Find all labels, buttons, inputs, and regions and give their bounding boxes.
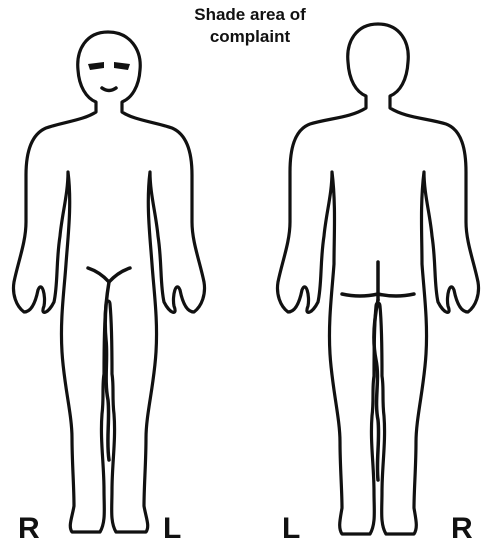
right-eye-icon (88, 62, 104, 70)
back-right-side-label: R (451, 514, 473, 544)
front-right-side-label: R (18, 514, 40, 544)
back-body-figure[interactable] (277, 24, 478, 534)
back-left-side-label: L (282, 514, 300, 544)
back-gluteal-fold (342, 294, 414, 296)
front-inner-leg-line (105, 282, 109, 460)
mouth-icon (102, 88, 116, 91)
front-body-figure[interactable] (13, 32, 204, 532)
front-groin-line (88, 268, 130, 282)
front-left-side-label: L (163, 514, 181, 544)
left-eye-icon (114, 62, 130, 70)
